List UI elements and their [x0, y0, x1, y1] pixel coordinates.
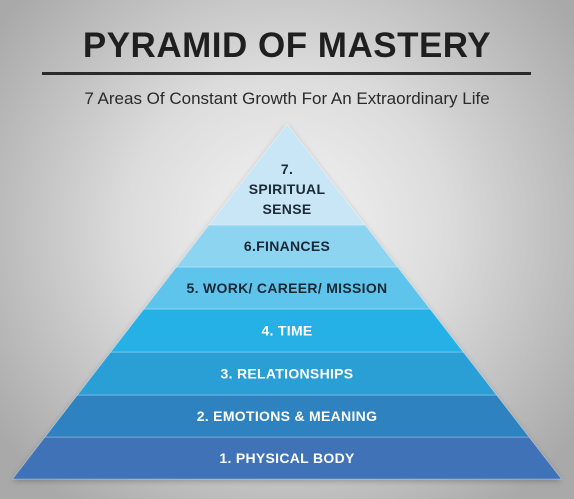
- pyramid-level-2-label: 2. EMOTIONS & MEANING: [197, 408, 378, 424]
- pyramid-level-1-label-line: 1. PHYSICAL BODY: [219, 450, 355, 466]
- pyramid-layers: [11, 123, 563, 480]
- title-divider: [42, 72, 531, 75]
- pyramid-level-1-label: 1. PHYSICAL BODY: [219, 450, 355, 466]
- pyramid-level-7-label-line: SENSE: [263, 201, 312, 217]
- pyramid-level-7: [208, 123, 366, 226]
- pyramid-labels: 1. PHYSICAL BODY 2. EMOTIONS & MEANING 3. …: [187, 161, 388, 466]
- page-title: PYRAMID OF MASTERY: [82, 26, 492, 65]
- pyramid-level-5-label-line: 5. WORK/ CAREER/ MISSION: [187, 280, 388, 296]
- pyramid-level-3-label: 3. RELATIONSHIPS: [221, 366, 354, 382]
- page-subtitle: 7 Areas Of Constant Growth For An Extrao…: [84, 89, 490, 108]
- pyramid-level-5-label: 5. WORK/ CAREER/ MISSION: [187, 280, 388, 296]
- pyramid-level-6-label: 6.FINANCES: [244, 238, 330, 254]
- pyramid-level-7-label-line: SPIRITUAL: [249, 181, 326, 197]
- pyramid-level-2-label-line: 2. EMOTIONS & MEANING: [197, 408, 378, 424]
- pyramid-level-7-label: 7. SPIRITUAL SENSE: [249, 161, 326, 217]
- pyramid-level-6-label-line: 6.FINANCES: [244, 238, 330, 254]
- pyramid-level-3-label-line: 3. RELATIONSHIPS: [221, 366, 354, 382]
- pyramid-level-7-label-line: 7.: [281, 161, 293, 177]
- pyramid-level-4-label-line: 4. TIME: [261, 323, 312, 339]
- pyramid-level-4-label: 4. TIME: [261, 323, 312, 339]
